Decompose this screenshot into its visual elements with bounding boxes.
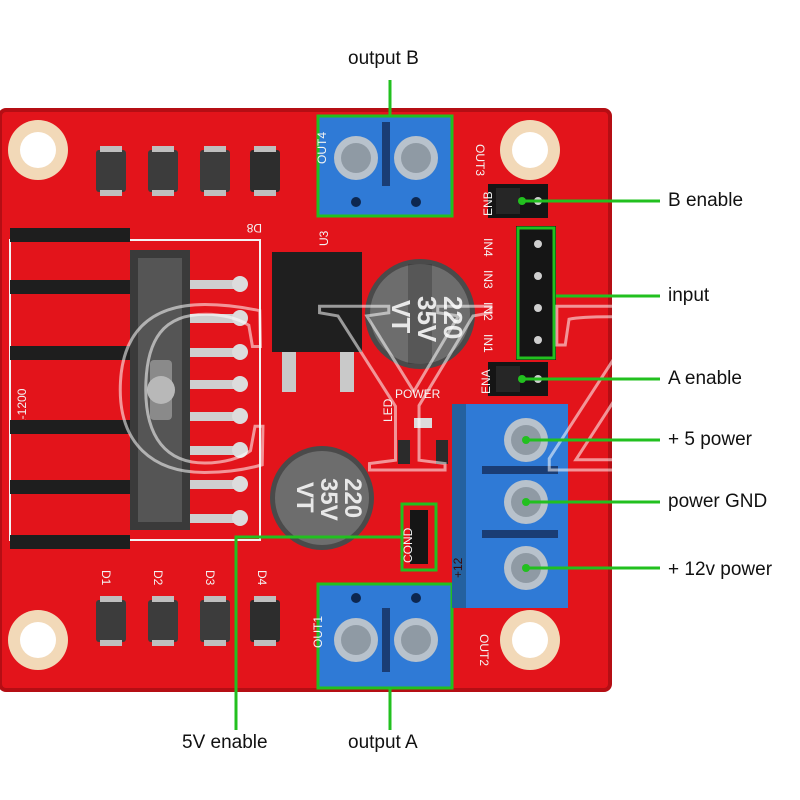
callout-output-a: output A bbox=[348, 732, 418, 753]
pcb-edge-shadow bbox=[0, 108, 612, 692]
label-out1: OUT1 bbox=[311, 616, 325, 648]
heatsink bbox=[130, 250, 190, 530]
power-terminal[interactable] bbox=[452, 404, 568, 608]
power-led bbox=[414, 418, 432, 428]
solder-pads bbox=[232, 276, 248, 526]
watermark: CYZ bbox=[110, 248, 730, 525]
label-in3: IN3 bbox=[481, 270, 495, 289]
label-in2: IN2 bbox=[481, 302, 495, 321]
diode-top-row bbox=[96, 146, 280, 196]
smd-resistor bbox=[398, 440, 410, 464]
label-d1: D1 bbox=[99, 570, 113, 586]
label-out2: OUT2 bbox=[477, 634, 491, 666]
input-header[interactable] bbox=[516, 226, 556, 360]
smd-resistor bbox=[436, 440, 448, 464]
callout-plus12-power: + 12v power bbox=[668, 559, 773, 580]
voltage-regulator bbox=[272, 252, 362, 392]
label-d8: D8 bbox=[246, 221, 262, 235]
heatsink-fins-left bbox=[10, 228, 130, 549]
callout-5v-enable: 5V enable bbox=[182, 732, 268, 753]
label-in4: IN4 bbox=[481, 238, 495, 257]
label-power: POWER bbox=[395, 387, 441, 401]
label-out4: OUT4 bbox=[315, 132, 329, 164]
label-plus12: +12 bbox=[451, 557, 465, 578]
capacitor-bottom-voltage: 35V bbox=[315, 478, 342, 521]
driver-chip-pins bbox=[190, 280, 246, 523]
mounting-hole bbox=[8, 120, 68, 180]
callout-plus5-power: + 5 power bbox=[668, 429, 753, 450]
label-d4: D4 bbox=[255, 570, 269, 586]
mounting-hole bbox=[500, 120, 560, 180]
callout-input: input bbox=[668, 285, 710, 306]
label-d3: D3 bbox=[203, 570, 217, 586]
capacitor-bottom-value: 220 bbox=[339, 478, 366, 518]
capacitor-top-value: 220 bbox=[438, 296, 468, 339]
capacitor-top: 220 35V VT bbox=[365, 259, 475, 369]
output-a-terminal[interactable] bbox=[316, 582, 454, 690]
output-b-terminal[interactable] bbox=[316, 114, 454, 218]
capacitor-bottom-mark: VT bbox=[291, 482, 318, 513]
callout-a-enable: A enable bbox=[668, 368, 742, 389]
label-u3: U3 bbox=[317, 230, 331, 246]
diode-bottom-row bbox=[96, 596, 280, 646]
label-out3: OUT3 bbox=[473, 144, 487, 176]
heatsink-silk-label: 1-1200 bbox=[15, 388, 29, 426]
capacitor-top-voltage: 35V bbox=[412, 296, 442, 343]
mounting-hole bbox=[8, 610, 68, 670]
label-ena: ENA bbox=[479, 369, 493, 394]
label-led: LED bbox=[381, 398, 395, 422]
label-cond: COND bbox=[401, 527, 415, 563]
capacitor-top-mark: VT bbox=[386, 300, 416, 333]
label-d2: D2 bbox=[151, 570, 165, 586]
callout-dots bbox=[518, 197, 530, 572]
callout-lines bbox=[234, 80, 660, 730]
label-enb: ENB bbox=[481, 191, 495, 216]
callout-b-enable: B enable bbox=[668, 190, 743, 211]
heatsink-outline bbox=[9, 239, 261, 541]
mounting-hole bbox=[500, 610, 560, 670]
capacitor-bottom: 220 35V VT bbox=[270, 446, 374, 550]
callout-output-b: output B bbox=[348, 48, 419, 69]
callout-power-gnd: power GND bbox=[668, 491, 767, 512]
label-in1: IN1 bbox=[481, 334, 495, 353]
